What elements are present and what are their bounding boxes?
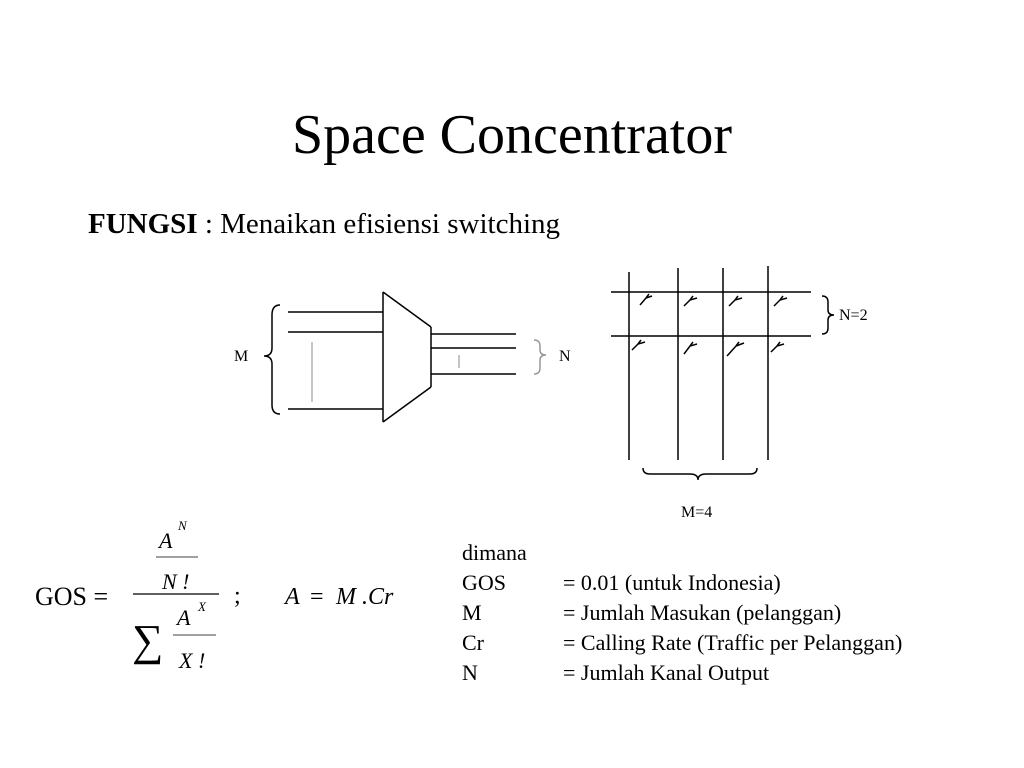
definition-row-n: N = Jumlah Kanal Output (462, 658, 902, 688)
definition-term: M (462, 600, 482, 625)
relation-rhs: M .Cr (335, 584, 394, 610)
cols-label: M=4 (681, 504, 712, 521)
slide-title: Space Concentrator (291, 104, 733, 166)
relation-eq: = (310, 584, 324, 610)
function-text: : Menaikan efisiensi switching (197, 208, 561, 240)
definition-row-m: M = Jumlah Masukan (pelanggan) (462, 598, 902, 628)
output-label: N (559, 348, 571, 365)
definitions: dimana GOS = 0.01 (untuk Indonesia) M = … (462, 538, 902, 688)
crossbar-diagram (611, 266, 835, 481)
relation-lhs: A (283, 584, 300, 610)
definition-desc: = Jumlah Kanal Output (563, 660, 770, 685)
definition-row-gos: GOS = 0.01 (untuk Indonesia) (462, 568, 902, 598)
definition-desc: = Jumlah Masukan (pelanggan) (563, 600, 842, 625)
numerator-den: N ! (161, 569, 190, 594)
definition-term: GOS (462, 570, 507, 595)
rows-label: N=2 (839, 307, 868, 324)
sum-symbol: ∑ (132, 616, 163, 665)
concentrator-diagram (263, 291, 547, 423)
rows-brace (821, 295, 835, 335)
input-brace (263, 304, 281, 415)
sum-base: A (175, 605, 191, 630)
gos-label: GOS = (35, 582, 108, 611)
sum-den: X ! (178, 648, 205, 673)
sum-exp: X (197, 599, 207, 614)
numerator-exp: N (177, 518, 188, 533)
definition-row-cr: Cr = Calling Rate (Traffic per Pelanggan… (462, 628, 902, 658)
definition-term: N (462, 660, 478, 685)
definitions-intro: dimana (462, 540, 527, 565)
output-brace (533, 339, 547, 375)
numerator-base: A (157, 528, 173, 553)
cols-brace (642, 467, 758, 481)
input-label: M (234, 348, 248, 365)
definition-desc: = Calling Rate (Traffic per Pelanggan) (563, 630, 903, 655)
gos-formula: GOS = A N N ! ∑ A X X ! ; A = M .Cr (35, 518, 394, 673)
definition-term: Cr (462, 630, 484, 655)
definition-desc: = 0.01 (untuk Indonesia) (563, 570, 781, 595)
function-label: FUNGSI (88, 208, 198, 240)
function-statement: FUNGSI : Menaikan efisiensi switching (88, 206, 560, 242)
formula-separator: ; (234, 583, 241, 609)
